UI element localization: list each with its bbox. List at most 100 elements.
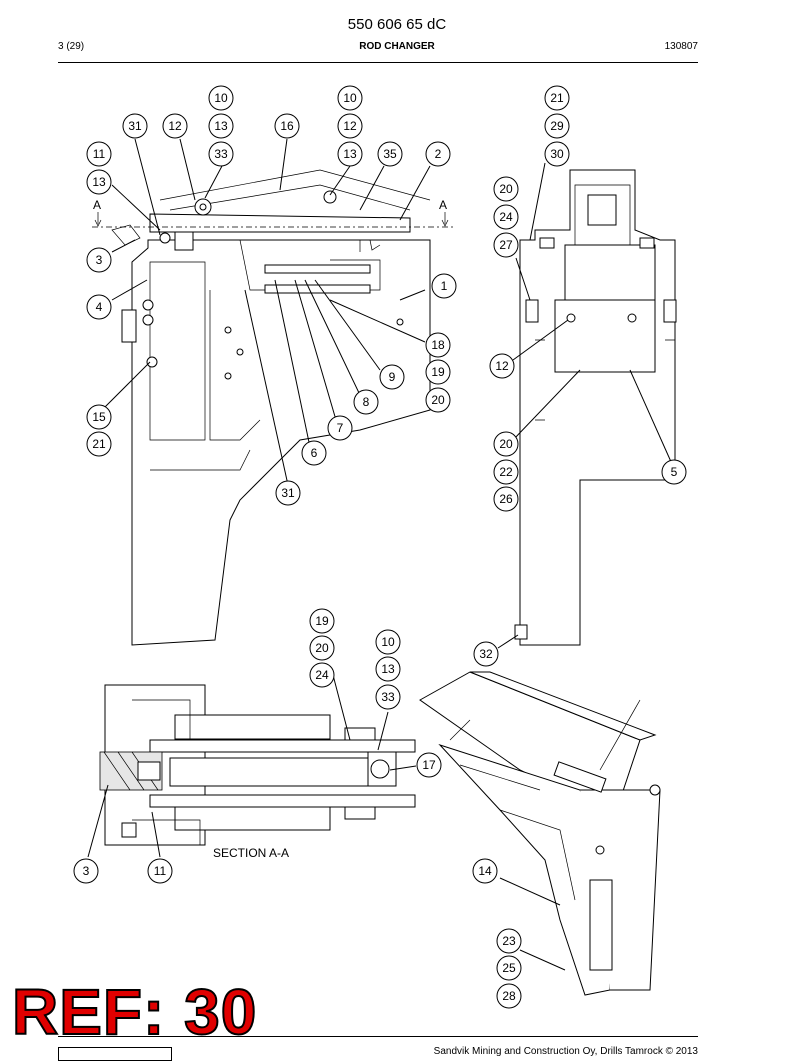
svg-text:5: 5 <box>671 465 678 479</box>
callout-bubble: 31 <box>122 113 148 139</box>
company-logo <box>58 1047 172 1061</box>
svg-text:24: 24 <box>499 210 513 224</box>
callout-bubble: 24 <box>309 662 335 688</box>
callout-bubble: 21 <box>544 85 570 111</box>
callout-bubble: 19 <box>425 359 451 385</box>
svg-text:10: 10 <box>381 635 395 649</box>
svg-text:19: 19 <box>431 365 445 379</box>
svg-text:24: 24 <box>315 668 329 682</box>
svg-text:22: 22 <box>499 465 513 479</box>
front-view <box>514 169 677 646</box>
callout-bubble: 20 <box>425 387 451 413</box>
footer-rule <box>58 1036 698 1037</box>
svg-text:13: 13 <box>381 662 395 676</box>
callout-bubble: 30 <box>544 141 570 167</box>
svg-text:28: 28 <box>502 989 516 1003</box>
ref-stamp: REF: 30 <box>11 976 258 1048</box>
document-title: ROD CHANGER <box>359 41 435 52</box>
callout-bubble: 35 <box>377 141 403 167</box>
callout-bubble: 11 <box>147 858 173 884</box>
svg-text:19: 19 <box>315 614 329 628</box>
callout-bubble: 12 <box>489 353 515 379</box>
callout-bubble: 11 <box>86 141 112 167</box>
callout-bubble: 20 <box>309 635 335 661</box>
svg-text:7: 7 <box>337 421 344 435</box>
callout-bubble: 20 <box>493 176 519 202</box>
svg-text:25: 25 <box>502 961 516 975</box>
svg-text:29: 29 <box>550 119 564 133</box>
svg-text:14: 14 <box>478 864 492 878</box>
callout-bubble: 5 <box>661 459 687 485</box>
svg-text:12: 12 <box>495 359 509 373</box>
callout-bubble: 13 <box>86 169 112 195</box>
svg-text:20: 20 <box>499 182 513 196</box>
svg-text:20: 20 <box>315 641 329 655</box>
svg-text:3: 3 <box>96 253 103 267</box>
callout-bubble: 29 <box>544 113 570 139</box>
leader-lines <box>87 138 673 971</box>
svg-text:13: 13 <box>343 147 357 161</box>
svg-text:4: 4 <box>96 300 103 314</box>
svg-text:27: 27 <box>499 238 513 252</box>
callout-bubble: 8 <box>353 389 379 415</box>
callout-bubble: 24 <box>493 204 519 230</box>
svg-text:8: 8 <box>363 395 370 409</box>
svg-text:30: 30 <box>550 147 564 161</box>
svg-text:12: 12 <box>343 119 357 133</box>
callout-bubble: 12 <box>162 113 188 139</box>
callout-bubble: 18 <box>425 332 451 358</box>
document-number: 550 606 65 dC <box>347 16 447 33</box>
svg-text:32: 32 <box>479 647 493 661</box>
callout-bubble: 33 <box>375 684 401 710</box>
callout-bubble: 10 <box>337 85 363 111</box>
callout-bubble: 2 <box>425 141 451 167</box>
svg-text:16: 16 <box>280 119 294 133</box>
callout-bubble: 20 <box>493 431 519 457</box>
callout-bubble: 27 <box>493 232 519 258</box>
callout-bubble: 13 <box>208 113 234 139</box>
callout-bubble: 3 <box>86 247 112 273</box>
callout-bubble: 10 <box>208 85 234 111</box>
page-number: 3 (29) <box>58 41 85 52</box>
callout-bubble: 6 <box>301 440 327 466</box>
callout-bubble: 14 <box>472 858 498 884</box>
svg-text:31: 31 <box>128 119 142 133</box>
svg-text:20: 20 <box>499 437 513 451</box>
callout-bubble: 9 <box>379 364 405 390</box>
svg-text:2: 2 <box>435 147 442 161</box>
svg-text:12: 12 <box>168 119 182 133</box>
section-view <box>99 684 416 846</box>
svg-text:23: 23 <box>502 934 516 948</box>
svg-text:9: 9 <box>389 370 396 384</box>
svg-text:3: 3 <box>83 864 90 878</box>
svg-text:21: 21 <box>92 437 106 451</box>
callout-bubble: 4 <box>86 294 112 320</box>
section-marks: A A <box>93 198 447 212</box>
isometric-view <box>419 671 661 996</box>
section-mark-right: A <box>439 198 447 212</box>
callout-bubble: 13 <box>375 656 401 682</box>
callout-bubble: 15 <box>86 404 112 430</box>
header-rule <box>58 62 698 63</box>
callout-bubble: 23 <box>496 928 522 954</box>
section-mark-left: A <box>93 198 101 212</box>
callout-bubble: 21 <box>86 431 112 457</box>
svg-text:33: 33 <box>381 690 395 704</box>
callout-bubble: 1 <box>431 273 457 299</box>
callout-bubble: 10 <box>375 629 401 655</box>
svg-text:33: 33 <box>214 147 228 161</box>
callout-bubbles: 10 10 21 31 12 13 16 12 29 11 33 13 35 2… <box>73 85 687 1009</box>
svg-text:35: 35 <box>383 147 397 161</box>
callout-bubble: 7 <box>327 415 353 441</box>
svg-text:13: 13 <box>92 175 106 189</box>
callout-bubble: 3 <box>73 858 99 884</box>
callout-bubble: 32 <box>473 641 499 667</box>
footer-copyright: Sandvik Mining and Construction Oy, Dril… <box>433 1046 698 1057</box>
callout-bubble: 13 <box>337 141 363 167</box>
svg-text:18: 18 <box>431 338 445 352</box>
callout-bubble: 26 <box>493 486 519 512</box>
svg-text:10: 10 <box>343 91 357 105</box>
callout-bubble: 12 <box>337 113 363 139</box>
callout-bubble: 19 <box>309 608 335 634</box>
